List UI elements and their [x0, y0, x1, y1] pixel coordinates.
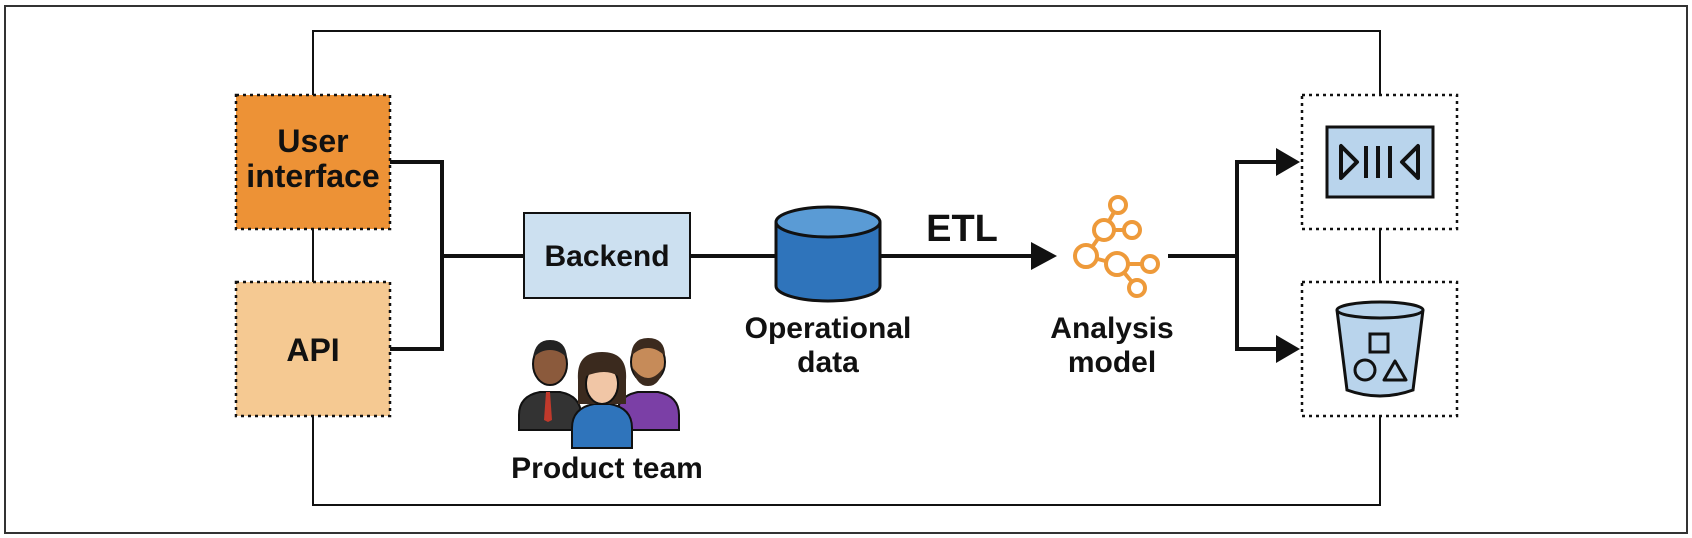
analysis-model-label-line2: model [1068, 346, 1156, 379]
network-graph-icon [1073, 195, 1160, 298]
system-boundary [312, 30, 1381, 506]
outer-frame [4, 5, 1688, 534]
database-cylinder-icon [774, 205, 882, 303]
storage-bucket-output [1300, 280, 1459, 418]
ui-api-connector [390, 160, 524, 351]
people-group-icon [518, 338, 680, 449]
etl-arrowhead [1031, 242, 1057, 270]
api-box [234, 280, 392, 418]
product-team-label: Product team [511, 452, 703, 485]
user-interface-label-line2: interface [246, 158, 379, 194]
data-visualization-output [1300, 93, 1459, 231]
operational-data-label-line2: data [797, 346, 859, 379]
output-arrowhead-bottom [1276, 335, 1300, 363]
user-interface-box [234, 93, 392, 231]
operational-data-label-line1: Operational [745, 312, 912, 345]
backend-label: Backend [544, 240, 669, 273]
etl-label: ETL [926, 208, 998, 250]
data-visualization-icon [1325, 125, 1435, 199]
user-interface-node: User interface [234, 93, 392, 231]
api-label: API [286, 332, 339, 368]
shapes-bucket-icon [1335, 300, 1425, 398]
output-arrowhead-top [1276, 148, 1300, 176]
analysis-model-label-line1: Analysis [1050, 312, 1173, 345]
backend-node: Backend [523, 212, 691, 299]
user-interface-label-line1: User [277, 123, 348, 159]
api-node: API [234, 280, 392, 418]
output-fork-connector [1168, 160, 1282, 351]
